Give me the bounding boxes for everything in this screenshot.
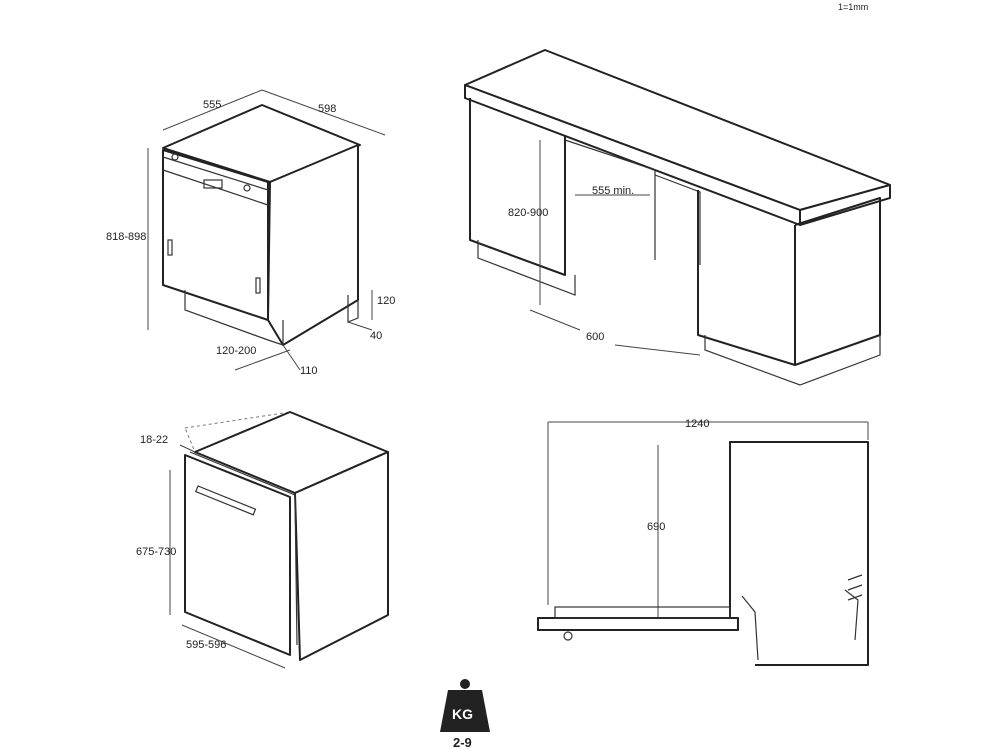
panel-door — [184, 454, 291, 656]
weight-value: 2-9 — [453, 735, 472, 749]
weight-icon-label: KG — [452, 706, 473, 722]
dim-height: 818-898 — [106, 231, 146, 243]
side-view-diagram: 1240 690 — [537, 418, 869, 666]
weight-kg-icon: KG — [440, 679, 490, 732]
dim-panel-width: 595-596 — [186, 639, 226, 651]
dim-panel-height: 675-730 — [136, 546, 176, 558]
installation-niche-diagram: 820-900 555 min. 600 — [464, 49, 891, 386]
door-panel-diagram: 18-22 675-730 595-596 — [136, 411, 389, 669]
dim-plinth-height: 120 — [377, 295, 395, 307]
panel-side — [294, 451, 389, 661]
countertop-top — [464, 49, 891, 211]
dim-niche-width: 555 min. — [592, 185, 634, 197]
dishwasher-front — [162, 149, 269, 321]
scale-note: 1=1mm — [838, 2, 868, 12]
open-door — [537, 617, 739, 631]
dim-plinth-range: 120-200 — [216, 345, 256, 357]
dim-niche-depth: 600 — [586, 331, 604, 343]
dishwasher-dimensions-diagram: 555 598 818-898 120 40 120-200 110 — [106, 89, 395, 377]
dim-niche-height: 820-900 — [508, 207, 548, 219]
dim-door-height: 690 — [647, 521, 665, 533]
dim-plinth-depth: 40 — [370, 330, 382, 342]
dim-width: 555 — [203, 99, 221, 111]
dim-depth: 598 — [318, 103, 336, 115]
dim-open-depth: 1240 — [685, 418, 709, 430]
dim-panel-thickness: 18-22 — [140, 434, 168, 446]
dim-plinth-offset: 110 — [300, 365, 318, 377]
dishwasher-top — [162, 104, 361, 183]
